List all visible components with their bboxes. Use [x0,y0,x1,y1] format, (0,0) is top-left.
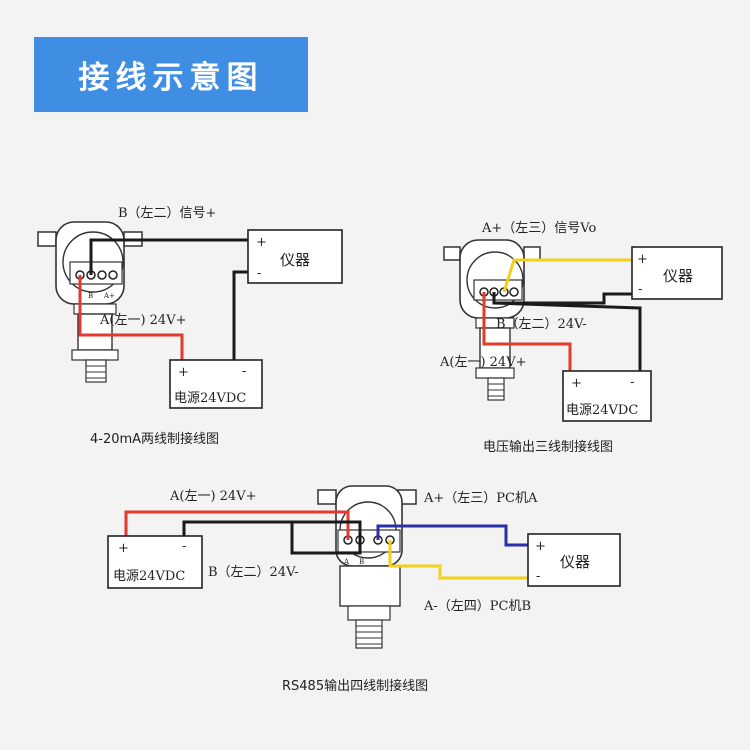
label-24v-minus: B（左二）24V- [496,317,587,332]
terminal-label-a: A+ [103,292,115,300]
caption-four-wire: RS485输出四线制接线图 [282,678,428,694]
wire-24v-minus-b [493,301,642,371]
power-box-3 [107,535,203,589]
section-header: 接线示意图 [34,37,308,112]
transmitter-1: B A+ [37,221,143,383]
instrument-box-3 [527,533,621,587]
wire-24v-minus-3a [182,520,362,540]
instrument-minus-2: - [638,282,642,297]
transmitter-3: A B [317,485,417,649]
power-plus-3: + [118,541,129,556]
power-minus-2: - [630,375,634,390]
wire-24v-plus-2 [482,292,572,371]
instrument-box-1 [247,229,343,284]
caption-two-wire: 4-20mA两线制接线图 [90,431,219,447]
terminal-label-b: B [88,292,93,300]
wire-24v-plus-3 [124,510,350,540]
instrument-minus: - [257,266,261,281]
instrument-plus: + [256,235,267,250]
power-box-1 [169,359,263,409]
diagram-four-wire: A B + - 电源24VDC + - 仪器 A(左一) 24V+ A+（左三）… [107,485,621,694]
instrument-box-2 [631,246,723,300]
instrument-label-3: 仪器 [560,553,590,571]
label-24v-minus-3: B（左二）24V- [208,565,299,580]
wire-24v-minus-a [492,292,632,305]
power-label-1: 电源24VDC [174,391,246,406]
wire-pc-a [376,524,528,547]
label-24v-plus-2: A(左一) 24V+ [439,355,527,370]
instrument-plus-2: + [637,252,648,267]
power-plus-2: + [571,376,582,391]
power-label-3: 电源24VDC [113,569,185,584]
terminal-label-b3: B [359,558,364,566]
wire-signal-plus [89,238,248,275]
label-24v-plus: A(左一) 24V+ [99,313,187,328]
caption-three-wire: 电压输出三线制接线图 [483,439,613,455]
power-box-2 [562,370,652,422]
power-label-2: 电源24VDC [566,403,638,418]
diagram-two-wire: B A+ + - 仪器 + - 电源24VDC B（左二）信号+ A(左一) 2… [37,206,343,447]
wire-return [232,270,248,360]
header-title: 接线示意图 [78,60,264,96]
instrument-plus-3: + [535,539,546,554]
instrument-label-2: 仪器 [663,267,693,285]
wire-24v-plus [78,275,184,360]
label-signal-plus: B（左二）信号+ [118,206,216,221]
instrument-minus-3: - [536,569,540,584]
label-signal-vo: A+（左三）信号Vo [481,221,596,236]
power-plus: + [178,365,189,380]
label-pc-b: A-（左四）PC机B [423,599,531,614]
label-pc-a: A+（左三）PC机A [423,491,538,506]
wire-signal-vo [502,258,632,293]
power-minus-3: - [182,539,186,554]
wire-pc-b [388,540,528,580]
power-minus: - [242,364,246,379]
instrument-label-1: 仪器 [280,251,310,269]
label-24v-plus-3: A(左一) 24V+ [169,489,257,504]
wire-24v-minus-3b [290,522,362,555]
diagram-three-wire: + - 仪器 + - 电源24VDC A+（左三）信号Vo B（左二）24V- … [439,221,723,455]
terminal-label-a3: A [343,558,350,566]
